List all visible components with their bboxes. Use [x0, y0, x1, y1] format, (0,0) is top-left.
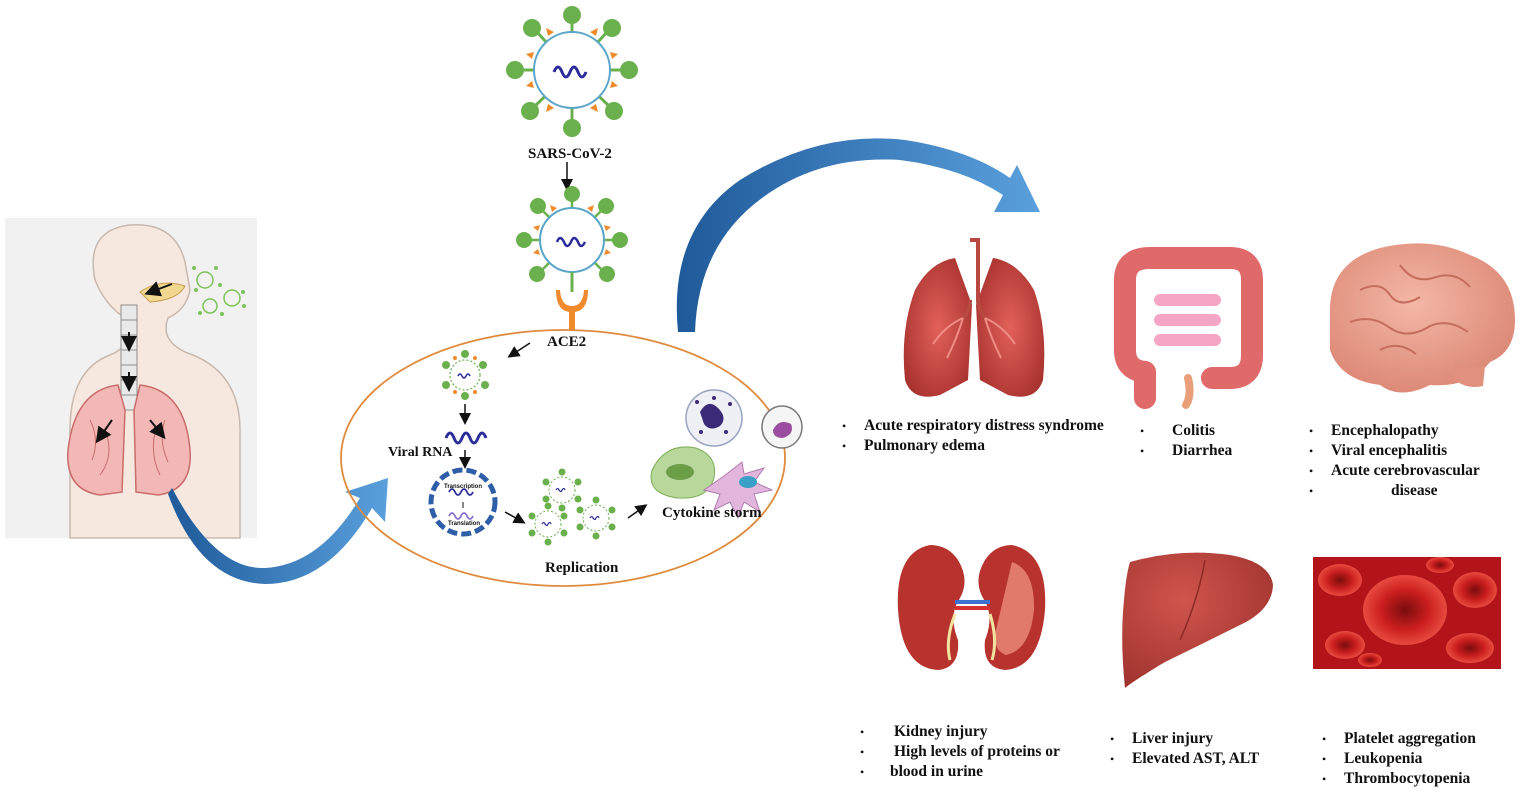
list-item: Platelet aggregation	[1320, 729, 1476, 749]
list-item-continuation: disease	[1307, 481, 1480, 501]
list-item: Leukopenia	[1320, 749, 1476, 769]
human-respiratory-illustration	[5, 218, 257, 539]
blue-arrow-cell-to-organs	[676, 138, 1040, 332]
intestine-icon	[1114, 247, 1263, 409]
arrow-to-replication	[504, 511, 526, 524]
transcription-label: Transcription	[444, 484, 483, 490]
transcription-translation-icon	[428, 467, 498, 537]
replicated-virus-icon	[528, 468, 616, 546]
list-item: Pulmonary edema	[840, 436, 1104, 456]
kidney-effects-list: Kidney injury High levels of proteins or…	[858, 722, 1060, 782]
list-item: Encephalopathy	[1307, 421, 1480, 441]
blue-arrow-lungs-to-cell	[168, 478, 388, 584]
immune-cells-icon	[650, 389, 803, 520]
ace2-receptor-icon	[556, 290, 588, 330]
list-item: Elevated AST, ALT	[1108, 749, 1259, 769]
receptor-label: ACE2	[547, 334, 587, 350]
list-item: Viral encephalitis	[1307, 441, 1480, 461]
list-item: Colitis	[1138, 421, 1232, 441]
list-item: Liver injury	[1108, 729, 1259, 749]
virus-large-icon	[506, 6, 638, 137]
translation-label: Translation	[448, 521, 481, 527]
arrow-to-cytokine	[627, 504, 648, 519]
lungs-icon	[903, 238, 1045, 397]
replication-label: Replication	[545, 560, 619, 576]
list-item: Diarrhea	[1138, 441, 1232, 461]
list-item: Thrombocytopenia	[1320, 769, 1476, 789]
virus-attached-icon	[516, 186, 628, 292]
kidney-icon	[897, 545, 1046, 670]
red-blood-cells-icon	[1313, 557, 1501, 669]
brain-icon	[1330, 243, 1515, 393]
blood-effects-list: Platelet aggregation Leukopenia Thromboc…	[1320, 729, 1476, 789]
intestine-effects-list: Colitis Diarrhea	[1138, 421, 1232, 461]
virus-internalized-icon	[442, 350, 489, 400]
list-item: High levels of proteins or	[858, 742, 1060, 762]
list-item: Acute respiratory distress syndrome	[840, 416, 1104, 436]
lungs-effects-list: Acute respiratory distress syndrome Pulm…	[840, 416, 1104, 456]
list-item-continuation: blood in urine	[858, 762, 1060, 782]
arrow-into-cell	[507, 342, 531, 358]
list-item: Kidney injury	[858, 722, 1060, 742]
list-item: Acute cerebrovascular	[1307, 461, 1480, 481]
cytokine-storm-label: Cytokine storm	[662, 505, 762, 521]
viral-rna-icon	[444, 431, 488, 445]
liver-icon	[1122, 552, 1273, 688]
virus-label: SARS-CoV-2	[528, 146, 612, 162]
brain-effects-list: Encephalopathy Viral encephalitis Acute …	[1307, 421, 1480, 501]
exhaled-virus-icon	[192, 266, 246, 316]
host-cell-membrane	[340, 329, 786, 587]
viral-rna-label: Viral RNA	[388, 445, 453, 460]
liver-effects-list: Liver injury Elevated AST, ALT	[1108, 729, 1259, 769]
